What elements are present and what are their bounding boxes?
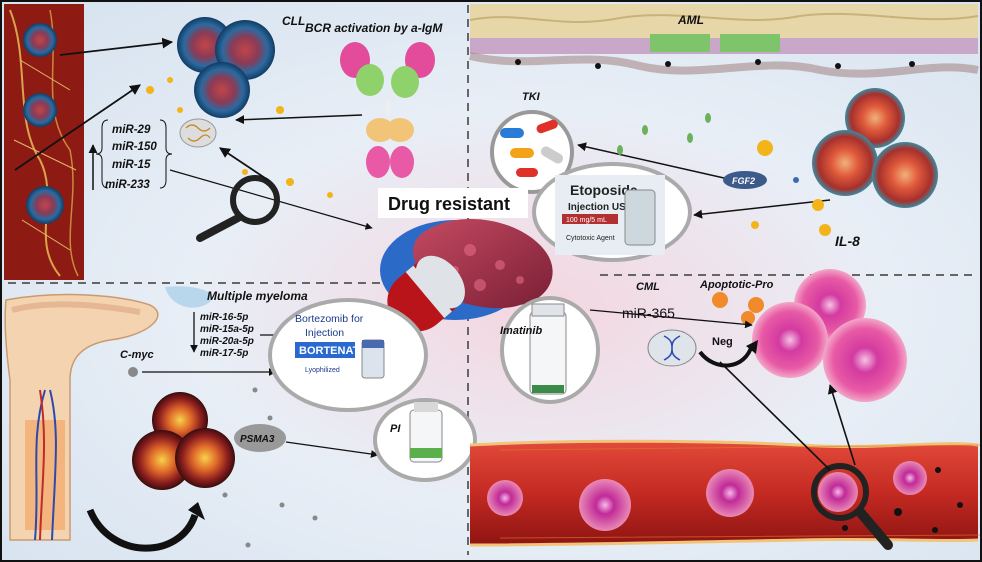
label-il8: IL-8 — [835, 233, 860, 249]
label-cml: CML — [636, 281, 660, 293]
label-bcr-activation: BCR activation by a-IgM — [305, 21, 443, 35]
aml-cell-cluster — [812, 88, 938, 208]
mir-mm-1: miR-16-5p — [200, 312, 248, 323]
label-drug-resistant: Drug resistant — [388, 194, 510, 214]
label-tki: TKI — [522, 91, 541, 103]
drug-resistant-label-box — [378, 188, 528, 218]
bortezomib-line2: Injection — [305, 327, 344, 339]
etoposide-dose: 100 mg/5 mL — [566, 217, 607, 224]
cll-blood-vessel — [4, 4, 84, 280]
aml-signal-dots — [617, 113, 831, 236]
cycle-arrow — [86, 508, 199, 552]
arrow-il8-to-etoposide — [693, 199, 831, 219]
fgf2-badge — [723, 171, 767, 189]
neg-arrow — [698, 344, 754, 368]
bortezomib-vial: Bortezomib for Injection BORTENAT Lyophi… — [268, 298, 428, 412]
mir-mm-3: miR-20a-5p — [200, 336, 254, 347]
cycle-arrow-head — [188, 502, 205, 520]
label-fgf2: FGF2 — [732, 176, 755, 186]
label-imatinib: Imatinib — [500, 325, 542, 337]
label-apoptotic-pro: Apoptotic-Pro — [699, 279, 774, 291]
cytokine-dots-cll — [146, 77, 333, 198]
bortezomib-line1: Bortezomib for — [295, 313, 364, 325]
cml-black-dots — [842, 467, 963, 533]
antibody-icon — [340, 42, 435, 178]
grey-dots-mm — [222, 387, 318, 548]
bortezomib-brand: BORTENAT — [299, 345, 360, 357]
mir-cll-4: miR-233 — [105, 179, 150, 191]
arrow-imatinib-to-cml — [589, 309, 753, 329]
neg-arrow-head — [746, 340, 758, 354]
label-pi: PI — [390, 423, 401, 435]
tki-pills-icon — [490, 110, 574, 194]
etoposide-name: Etoposide — [570, 182, 638, 198]
aml-tissue-layer — [469, 4, 979, 78]
mir-mm-4: miR-17-5p — [200, 348, 248, 359]
magnifier-icon-cml — [811, 463, 893, 550]
cml-cells-in-vessel — [487, 461, 927, 531]
arrow-fgf2-to-tki — [577, 142, 725, 179]
myeloma-cell-cluster — [132, 392, 235, 490]
cmyc-dot — [128, 367, 138, 377]
mir-cll-2: miR-150 — [112, 141, 157, 153]
psma3-badge — [234, 424, 286, 452]
etoposide-sub: Injection USP — [568, 202, 633, 213]
mir-mm-2: miR-15a-5p — [200, 324, 254, 335]
label-multiple-myeloma: Multiple myeloma — [207, 289, 308, 303]
arrow-magnifier-up — [827, 384, 856, 466]
arrow-vessel-to-cll-2 — [14, 84, 141, 171]
label-cmyc: C-myc — [120, 349, 154, 361]
capsule-icon — [387, 255, 465, 332]
label-psma3: PSMA3 — [240, 434, 275, 445]
cll-cell-cluster — [177, 17, 275, 118]
mir-cll-1: miR-29 — [112, 124, 151, 136]
mir-cll-3: miR-15 — [112, 159, 151, 171]
magnifier-icon — [196, 175, 280, 242]
arrow-vessel-to-cll — [59, 37, 174, 56]
label-neg: Neg — [712, 336, 733, 348]
brace-cll — [95, 119, 109, 189]
label-aml: AML — [677, 13, 704, 27]
etoposide-vial: Etoposide Injection USP 100 mg/5 mL Cyto… — [532, 162, 692, 262]
pi-bottle — [373, 398, 477, 482]
bone-marrow-niche — [165, 286, 213, 308]
etoposide-agent: Cytotoxic Agent — [566, 235, 615, 242]
brace-cll-right — [159, 119, 173, 189]
mir-strand-path — [185, 124, 211, 142]
label-mir365: miR-365 — [622, 305, 675, 321]
arrow-antibody-to-mir — [235, 114, 363, 125]
cll-cells-in-vessel — [23, 23, 64, 224]
dna-icon — [663, 335, 681, 361]
arrow-mir-to-drug — [169, 169, 373, 230]
mir-strand-icon — [179, 118, 217, 148]
bortezomib-form: Lyophilized — [305, 367, 340, 374]
label-cll: CLL — [282, 14, 305, 28]
arrow-psma3-to-pi — [285, 441, 379, 458]
aml-nuclei — [515, 59, 915, 69]
bone-icon — [4, 293, 159, 541]
arrow-magnifier-to-dna — [719, 361, 831, 471]
arrow-magnifier — [219, 147, 269, 181]
cml-cell-cluster — [752, 269, 907, 402]
imatinib-bottle — [500, 296, 600, 404]
